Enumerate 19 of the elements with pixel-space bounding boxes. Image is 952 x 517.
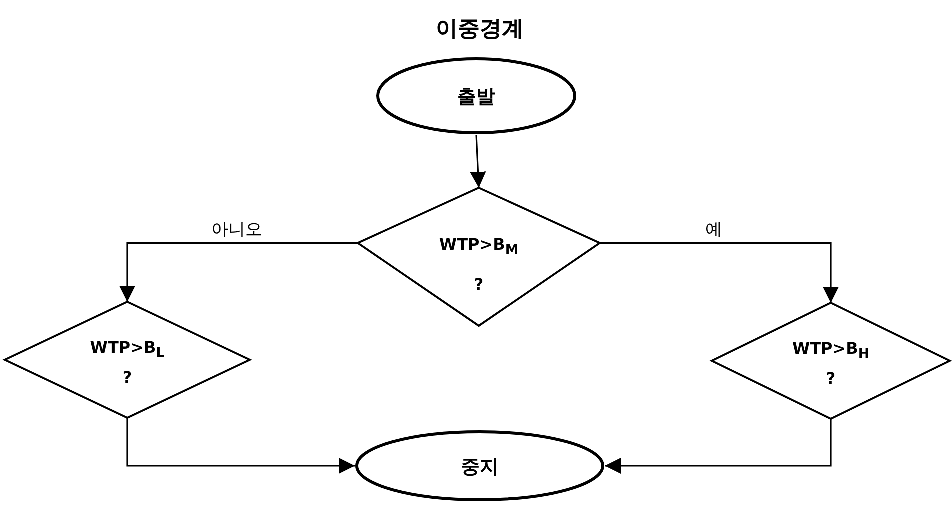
arrow xyxy=(470,134,486,188)
diagram-title: 이중경계 xyxy=(435,16,525,44)
question-mark: ? xyxy=(826,369,836,388)
terminal-label: 중지 xyxy=(461,455,499,480)
decision-diamond xyxy=(712,303,950,419)
decision-diamond xyxy=(5,302,250,418)
terminal-ellipse xyxy=(355,430,605,502)
question-mark: ? xyxy=(122,368,132,387)
condition-text: WTP>B$_{L}$ xyxy=(90,338,165,362)
question-mark: ? xyxy=(474,275,484,294)
arrow xyxy=(120,242,358,302)
arrow xyxy=(605,419,832,474)
terminal-label: 출발 xyxy=(458,85,496,110)
terminal-ellipse xyxy=(376,57,577,135)
condition-text: WTP>B$_{M}$ xyxy=(439,235,519,258)
decision-diamond xyxy=(358,188,600,326)
arrow xyxy=(126,418,355,474)
arrow xyxy=(600,242,839,303)
condition-text: WTP>B$_{H}$ xyxy=(792,339,870,362)
